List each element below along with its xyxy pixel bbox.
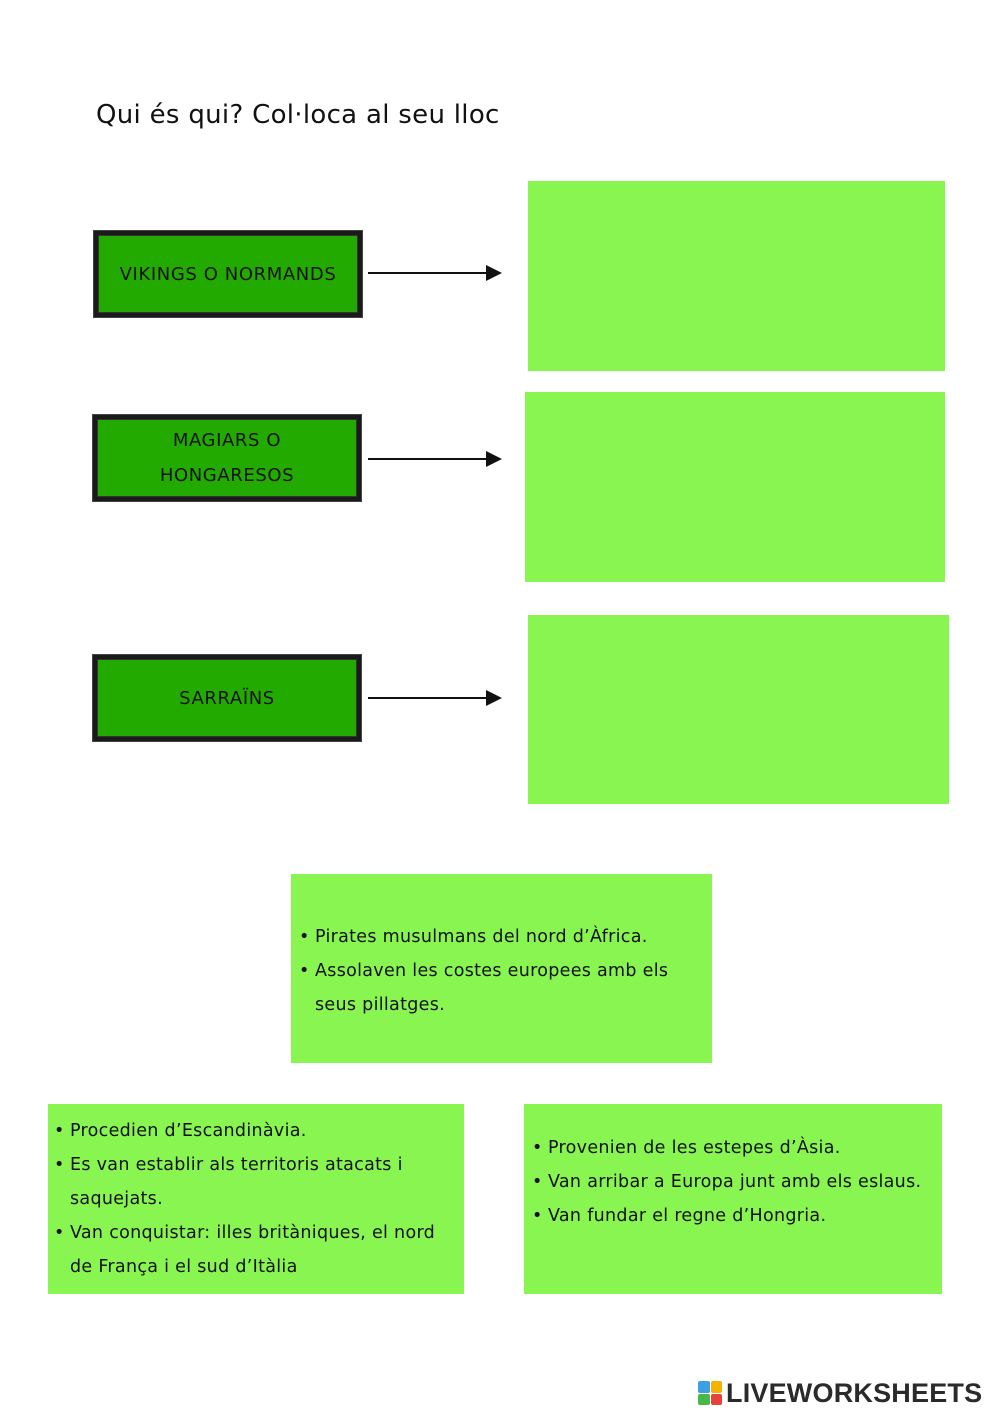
- drop-zone-magyars[interactable]: [525, 392, 945, 582]
- arrow-magyars: [368, 451, 502, 467]
- page-title: Qui és qui? Col·loca al seu lloc: [96, 100, 500, 130]
- card-vikings[interactable]: Procedien d’Escandinàvia. Es van establi…: [48, 1104, 464, 1294]
- arrow-vikings: [368, 265, 502, 281]
- list-item: Pirates musulmans del nord d’Àfrica.: [299, 920, 704, 954]
- label-vikings-text: VIKINGS O NORMANDS: [119, 263, 337, 285]
- label-vikings: VIKINGS O NORMANDS: [94, 231, 362, 317]
- label-saracens-text: SARRAÏNS: [179, 687, 275, 709]
- list-item: Van conquistar: illes britàniques, el no…: [54, 1216, 456, 1284]
- card-magyars[interactable]: Provenien de les estepes d’Àsia. Van arr…: [524, 1104, 942, 1294]
- label-magyars: MAGIARS O HONGARESOS: [93, 415, 361, 501]
- list-item: Van arribar a Europa junt amb els eslaus…: [532, 1165, 934, 1199]
- arrow-saracens: [368, 690, 502, 706]
- liveworksheets-logo-icon: [698, 1381, 722, 1405]
- label-magyars-text: MAGIARS O HONGARESOS: [159, 430, 295, 486]
- drop-zone-vikings[interactable]: [528, 181, 945, 371]
- brand-text: LIVEWORKSHEETS: [726, 1377, 983, 1408]
- brand[interactable]: LIVEWORKSHEETS: [698, 1378, 982, 1408]
- list-item: Van fundar el regne d’Hongria.: [532, 1199, 934, 1233]
- label-saracens: SARRAÏNS: [93, 655, 361, 741]
- list-item: Provenien de les estepes d’Àsia.: [532, 1131, 934, 1165]
- drop-zone-saracens[interactable]: [528, 615, 949, 804]
- card-saracens[interactable]: Pirates musulmans del nord d’Àfrica. Ass…: [291, 874, 712, 1063]
- list-item: Procedien d’Escandinàvia.: [54, 1114, 456, 1148]
- list-item: Assolaven les costes europees amb els se…: [299, 954, 704, 1022]
- list-item: Es van establir als territoris atacats i…: [54, 1148, 456, 1216]
